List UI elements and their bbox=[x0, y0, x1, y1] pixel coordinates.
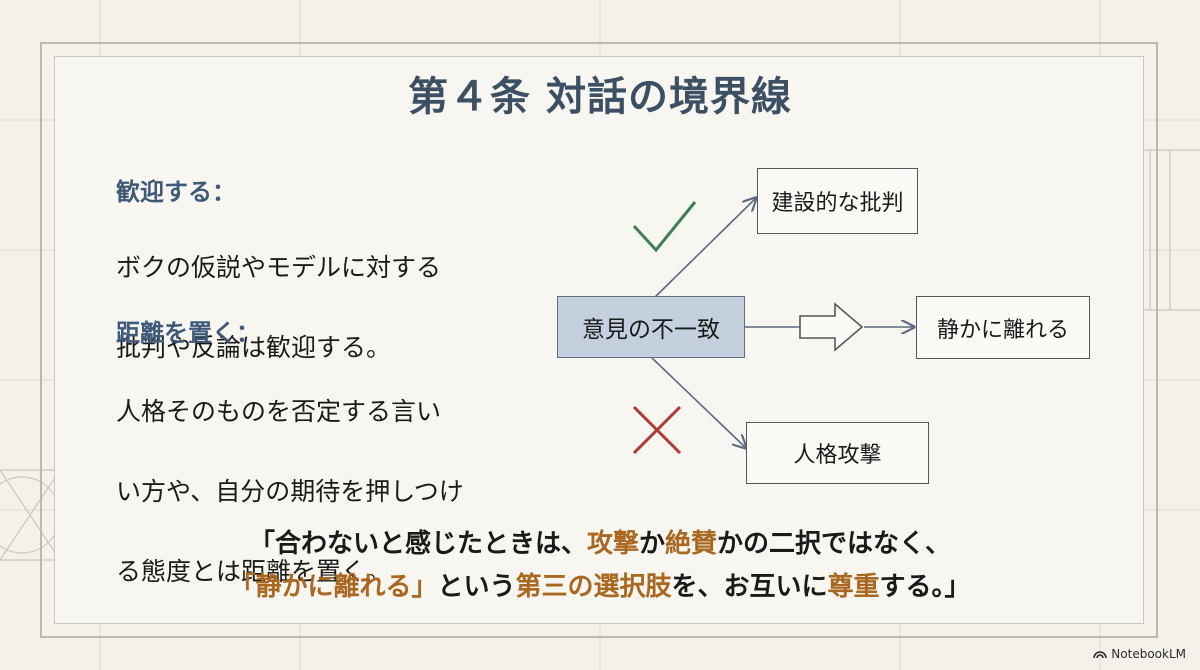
notebooklm-logo-icon bbox=[1093, 651, 1108, 659]
arrow-to-personal-attack bbox=[651, 357, 746, 448]
distance-body: 人格そのものを否定する言い い方や、自分の期待を押しつけ る態度とは距離を置く。 bbox=[116, 352, 464, 632]
brand-watermark: NotebookLM bbox=[1093, 647, 1186, 661]
quote-seg: 「合わないと感じたときは、 bbox=[248, 529, 587, 559]
quote-highlight: 「静かに離れる」 bbox=[229, 572, 438, 602]
brand-label: NotebookLM bbox=[1111, 647, 1186, 661]
quote-highlight: 攻撃 bbox=[586, 529, 639, 559]
welcome-line-1: ボクの仮説やモデルに対する bbox=[116, 253, 442, 282]
center-box-disagreement: 意見の不一致 bbox=[557, 296, 745, 358]
quote-seg: か bbox=[638, 529, 665, 559]
check-icon bbox=[632, 201, 697, 253]
distance-line-2: い方や、自分の期待を押しつけ bbox=[116, 477, 464, 506]
quote-seg: する。」 bbox=[879, 572, 971, 602]
quote-highlight: 尊重 bbox=[827, 572, 880, 602]
quote-seg: という bbox=[437, 572, 516, 602]
outer-frame bbox=[40, 42, 1158, 638]
cross-icon bbox=[632, 405, 682, 455]
welcome-body: ボクの仮説やモデルに対する 批判や反論は歓迎する。 bbox=[116, 208, 441, 408]
welcome-heading: 歓迎する： bbox=[116, 178, 236, 206]
box-leave-quietly: 静かに離れる bbox=[916, 296, 1090, 359]
box-constructive-criticism: 建設的な批判 bbox=[757, 168, 918, 234]
quote-highlight: 絶賛 bbox=[665, 529, 718, 559]
quote-seg: を、お互いに bbox=[671, 572, 828, 602]
quote-line-2: 「静かに離れる」という第三の選択肢を、お互いに尊重する。」 bbox=[0, 566, 1200, 603]
distance-heading: 距離を置く： bbox=[116, 319, 260, 347]
box-personal-attack: 人格攻撃 bbox=[746, 422, 929, 484]
quote-line-1: 「合わないと感じたときは、攻撃か絶賛かの二択ではなく、 bbox=[0, 523, 1200, 560]
quote-seg: かの二択ではなく、 bbox=[717, 529, 952, 559]
slide-title: 第４条 対話の境界線 bbox=[408, 73, 792, 120]
quote-highlight: 第三の選択肢 bbox=[515, 572, 672, 602]
distance-line-3: る態度とは距離を置く。 bbox=[116, 557, 392, 586]
distance-line-1: 人格そのものを否定する言い bbox=[116, 397, 442, 426]
hollow-arrow-icon bbox=[799, 302, 864, 352]
arrow-to-constructive bbox=[651, 198, 756, 301]
welcome-line-2: 批判や反論は歓迎する。 bbox=[116, 333, 392, 362]
